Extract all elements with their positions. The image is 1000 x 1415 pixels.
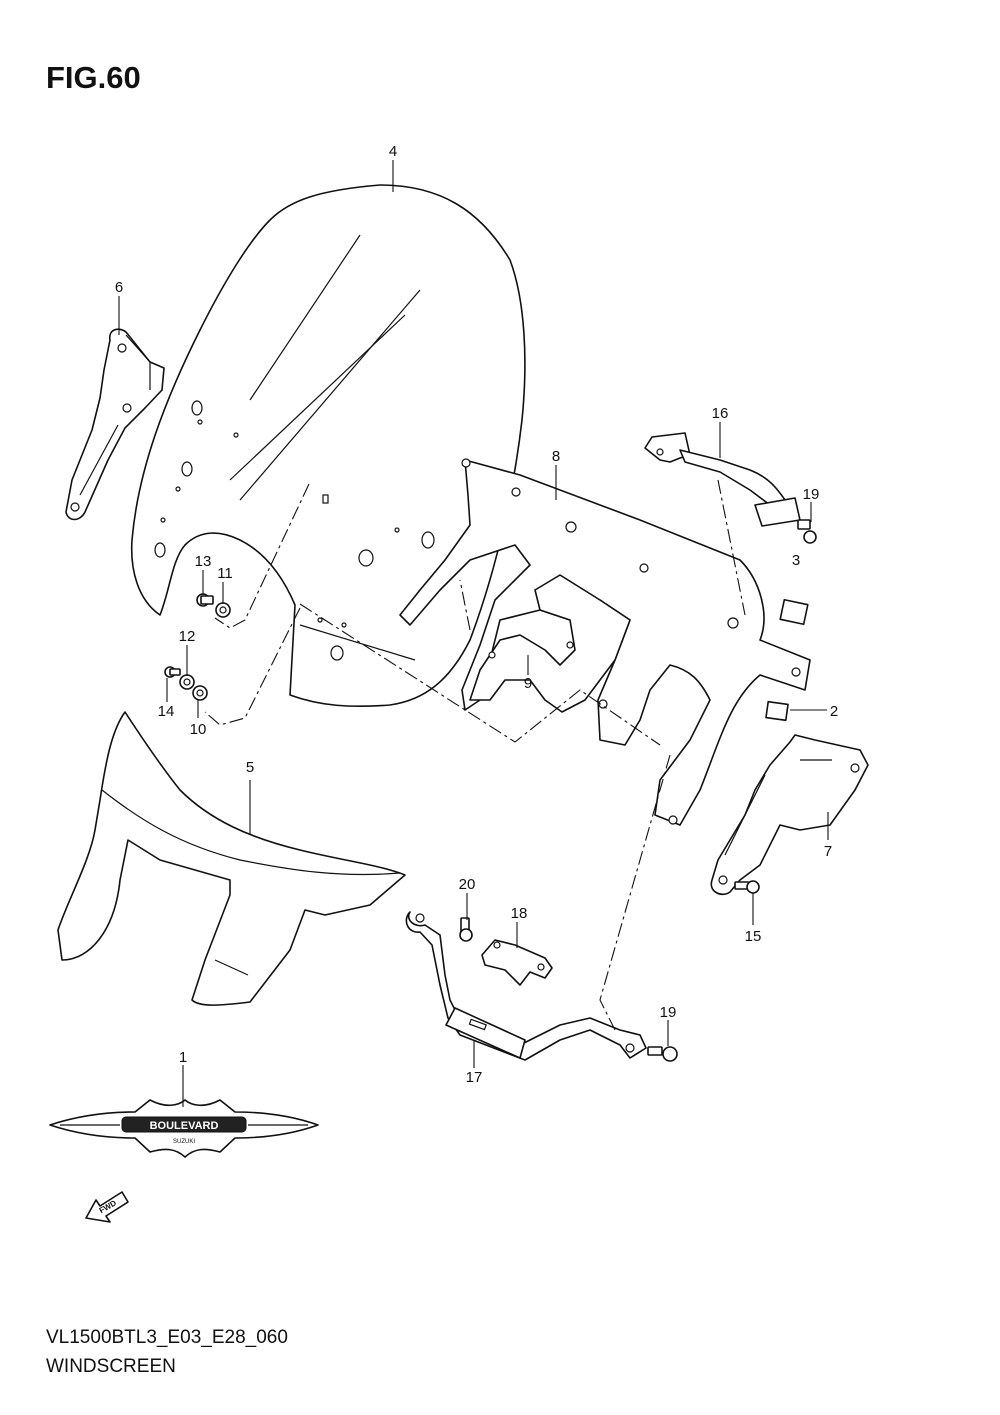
callout-17: 17 (466, 1069, 483, 1086)
part-16-small-bracket[interactable] (644, 432, 801, 527)
emblem-text: BOULEVARD (150, 1120, 219, 1132)
callout-13: 13 (195, 553, 212, 570)
callout-12: 12 (179, 628, 196, 645)
callout-15: 15 (745, 928, 762, 945)
callout-10: 10 (190, 721, 207, 738)
part-6-left-bracket[interactable] (65, 328, 165, 521)
figure-code: VL1500BTL3_E03_E28_060 (46, 1327, 288, 1348)
callout-6: 6 (115, 279, 123, 296)
part-10-nut[interactable] (192, 685, 208, 701)
part-4-windscreen[interactable] (130, 184, 526, 708)
part-19-bolt-upper[interactable] (797, 519, 817, 544)
assembly-guide-lines (204, 479, 746, 1031)
callout-20: 20 (459, 876, 476, 893)
callout-19-upper: 19 (803, 486, 820, 503)
callout-16: 16 (712, 405, 729, 422)
part-8-upper-plate[interactable] (399, 458, 811, 826)
callout-numbers: 4 6 8 16 19 3 9 2 7 15 5 13 11 12 14 10 … (115, 143, 838, 1086)
part-2-cushion[interactable] (765, 700, 789, 722)
figure-title: FIG.60 (46, 60, 141, 95)
part-1-emblem[interactable]: BOULEVARD SUZUKI (49, 1099, 319, 1158)
callout-18: 18 (511, 905, 528, 922)
part-17-lower-stay[interactable] (405, 911, 647, 1061)
part-5-lower-cowl[interactable] (57, 711, 406, 1006)
emblem-subtext: SUZUKI (173, 1139, 195, 1145)
callout-19-lower: 19 (660, 1004, 677, 1021)
part-3-cushion[interactable] (779, 598, 809, 626)
callout-3: 3 (792, 552, 800, 569)
part-11-washer[interactable] (215, 602, 231, 618)
part-9-inner-bracket[interactable] (469, 574, 631, 713)
callout-5: 5 (246, 759, 254, 776)
callout-14: 14 (158, 703, 175, 720)
part-15-screw[interactable] (734, 880, 760, 894)
callout-8: 8 (552, 448, 560, 465)
callout-leaders (118, 160, 829, 1107)
callout-11: 11 (217, 565, 233, 582)
part-12-washer[interactable] (179, 674, 195, 690)
callout-1: 1 (179, 1049, 187, 1066)
part-20-bolt[interactable] (459, 917, 473, 942)
callout-7: 7 (824, 843, 832, 860)
fwd-arrow-icon: FWD (85, 1191, 129, 1223)
figure-name: WINDSCREEN (46, 1356, 176, 1377)
part-14-screw[interactable] (164, 666, 181, 678)
callout-9: 9 (524, 675, 532, 692)
part-18-clip[interactable] (481, 939, 553, 986)
callout-2: 2 (830, 703, 838, 720)
part-13-bolt[interactable] (196, 593, 214, 607)
callout-4: 4 (389, 143, 397, 160)
part-19-bolt-lower[interactable] (647, 1046, 678, 1062)
part-7-right-bracket[interactable] (710, 734, 869, 896)
